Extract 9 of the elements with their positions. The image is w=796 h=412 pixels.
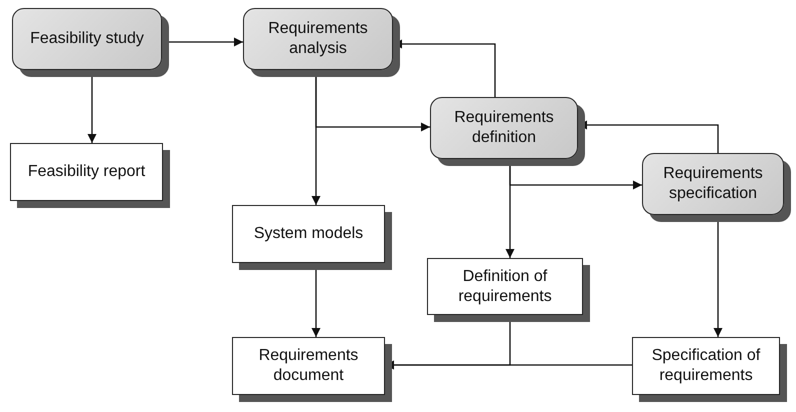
box-label: System models bbox=[254, 224, 364, 244]
box-label: Requirements definition bbox=[453, 108, 555, 148]
box-label: Requirements specification bbox=[662, 164, 764, 204]
box-label: Definition of requirements bbox=[457, 266, 553, 306]
box-label: Requirements analysis bbox=[267, 19, 369, 59]
box-label: Requirements document bbox=[258, 346, 360, 386]
box-label: Feasibility study bbox=[30, 29, 144, 49]
box-label: Specification of requirements bbox=[650, 346, 762, 386]
box-label: Feasibility report bbox=[28, 162, 146, 182]
